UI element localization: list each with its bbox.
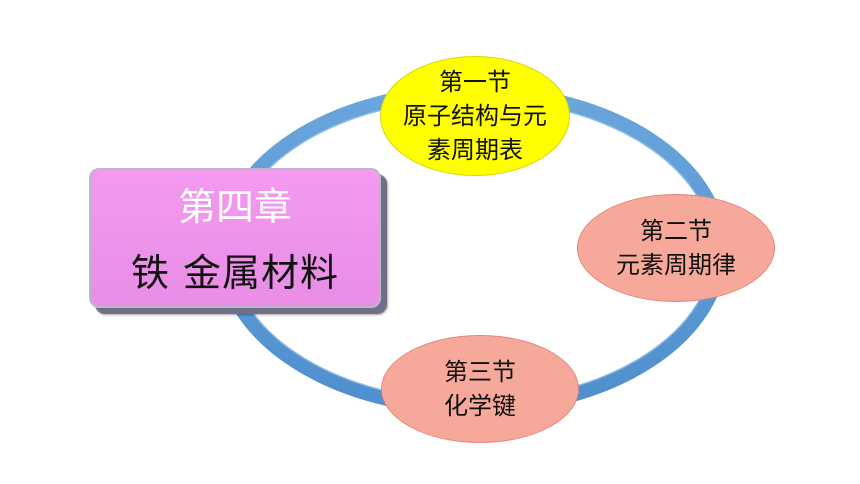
section-1-title-line1: 原子结构与元: [403, 102, 547, 130]
chapter-subtitle: 铁 金属材料: [130, 251, 340, 295]
section-3-number: 第三节: [444, 358, 516, 386]
section-2-title: 元素周期律: [616, 251, 736, 279]
section-node-2: 第二节 元素周期律: [577, 194, 775, 302]
section-node-1: 第一节 原子结构与元 素周期表: [380, 56, 570, 176]
chapter-title: 第四章: [177, 185, 292, 229]
chapter-box: 第四章 铁 金属材料: [89, 168, 381, 308]
section-node-3: 第三节 化学键: [381, 335, 579, 443]
section-2-number: 第二节: [640, 217, 712, 245]
section-1-number: 第一节: [439, 68, 511, 96]
section-1-title-line2: 素周期表: [427, 136, 523, 164]
section-3-title: 化学键: [444, 392, 516, 420]
